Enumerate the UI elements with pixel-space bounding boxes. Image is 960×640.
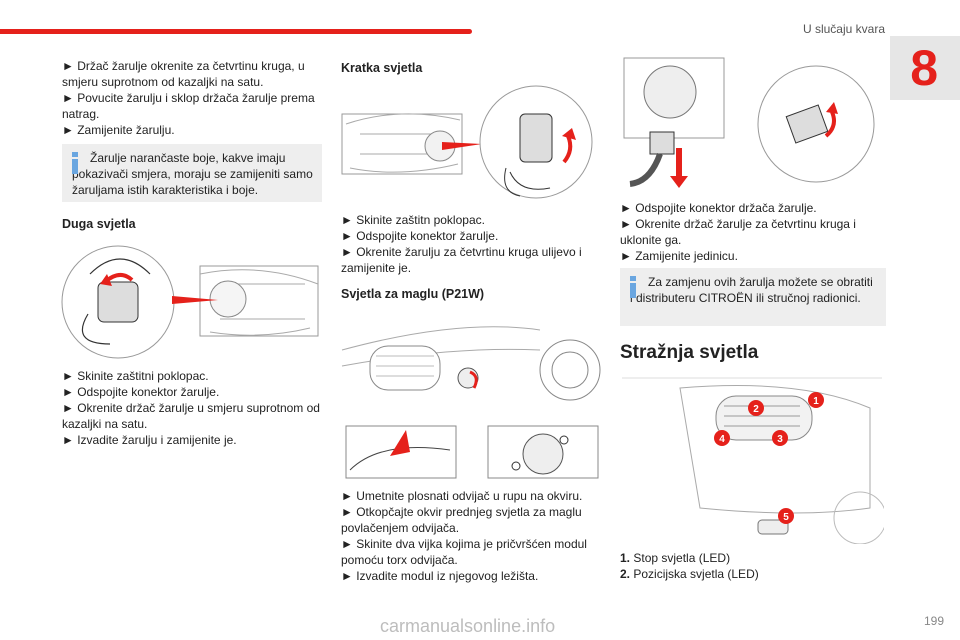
rear-lights-legend: 1. Stop svjetla (LED) 2. Pozicijska svje… xyxy=(620,550,882,582)
callout-3: 3 xyxy=(772,430,788,446)
heading-high-beam: Duga svjetla xyxy=(62,217,136,231)
watermark: carmanualsonline.info xyxy=(380,616,556,636)
step: ► Povucite žarulju i sklop držača žarulj… xyxy=(62,91,315,121)
svg-text:5: 5 xyxy=(783,512,789,523)
step: ► Odspojite konektor žarulje. xyxy=(341,229,499,243)
connector-illustration xyxy=(623,57,875,188)
callout-5: 5 xyxy=(778,508,794,524)
heading-low-beam: Kratka svjetla xyxy=(341,61,423,75)
chapter-number: 8 xyxy=(910,40,938,96)
heading-fog-lights: Svjetla za maglu (P21W) xyxy=(341,287,485,301)
heading-rear-lights: Stražnja svjetla xyxy=(620,342,759,363)
svg-text:4: 4 xyxy=(719,434,725,445)
step: ► Umetnite plosnati odvijač u rupu na ok… xyxy=(341,489,583,503)
info-box-turn-signal: Žarulje narančaste boje, kakve imaju pok… xyxy=(62,144,322,202)
step: ► Skinite zaštitn poklopac. xyxy=(341,213,485,227)
header-accent-bar xyxy=(0,29,472,34)
step: ► Izvadite modul iz njegovog ležišta. xyxy=(341,569,539,583)
step: ► Zamijenite žarulju. xyxy=(62,123,175,137)
svg-text:1: 1 xyxy=(813,396,819,407)
step: ► Skinite zaštitni poklopac. xyxy=(62,369,209,383)
legend-item: 2. Pozicijska svjetla (LED) xyxy=(620,567,759,581)
info-text: Za zamjenu ovih žarulja možete se obrati… xyxy=(630,275,873,305)
step: ► Izvadite žarulju i zamijenite je. xyxy=(62,433,237,447)
col2-steps-1: ► Skinite zaštitn poklopac. ► Odspojite … xyxy=(341,212,603,276)
svg-text:2: 2 xyxy=(753,404,759,415)
step: ► Odspojite konektor žarulje. xyxy=(62,385,220,399)
high-beam-illustration xyxy=(61,245,319,359)
step: ► Zamijenite jedinicu. xyxy=(620,249,738,263)
step: ► Skinite dva vijka kojima je pričvršćen… xyxy=(341,537,587,567)
legend-item: 1. Stop svjetla (LED) xyxy=(620,551,731,565)
step: ► Držač žarulje okrenite za četvrtinu kr… xyxy=(62,59,305,89)
col1-steps-bottom: ► Skinite zaštitni poklopac. ► Odspojite… xyxy=(62,368,324,448)
col1-steps-top: ► Držač žarulje okrenite za četvrtinu kr… xyxy=(62,58,324,138)
low-beam-illustration xyxy=(341,85,593,199)
step: ► Otkopčajte okvir prednjeg svjetla za m… xyxy=(341,505,582,535)
callout-1: 1 xyxy=(808,392,824,408)
page-number: 199 xyxy=(923,614,944,628)
fog-light-illustration xyxy=(341,326,601,479)
step: ► Okrenite držač žarulje u smjeru suprot… xyxy=(62,401,320,431)
callout-2: 2 xyxy=(748,400,764,416)
col2-steps-2: ► Umetnite plosnati odvijač u rupu na ok… xyxy=(341,488,603,584)
callout-4: 4 xyxy=(714,430,730,446)
svg-text:3: 3 xyxy=(777,434,783,445)
step: ► Odspojite konektor držača žarulje. xyxy=(620,201,817,215)
info-icon xyxy=(72,152,78,174)
col3-steps: ► Odspojite konektor držača žarulje. ► O… xyxy=(620,200,882,264)
step: ► Okrenite žarulju za četvrtinu kruga ul… xyxy=(341,245,582,275)
info-box-dealer: Za zamjenu ovih žarulja možete se obrati… xyxy=(620,268,886,326)
rear-lights-illustration: 1 2 3 4 5 xyxy=(622,377,884,544)
chapter-tab xyxy=(890,36,960,100)
step: ► Okrenite držač žarulje za četvrtinu kr… xyxy=(620,217,856,247)
info-text: Žarulje narančaste boje, kakve imaju pok… xyxy=(72,151,313,197)
section-title: U slučaju kvara xyxy=(802,22,885,36)
info-icon xyxy=(630,276,636,298)
